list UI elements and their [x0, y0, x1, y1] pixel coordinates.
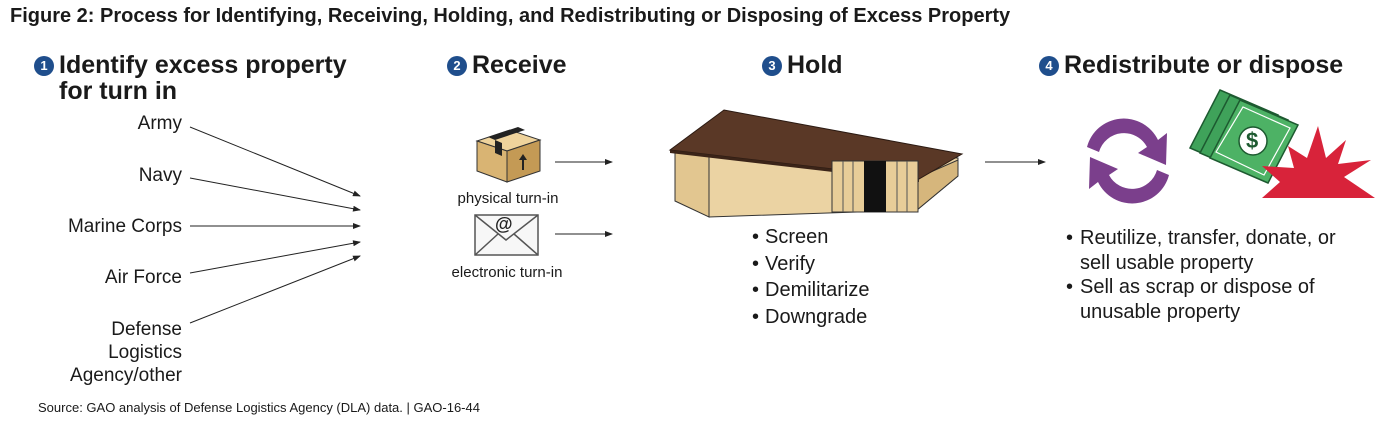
step-4-label: Redistribute or dispose [1064, 51, 1344, 79]
arrow-air-force [189, 240, 361, 274]
package-icon [475, 127, 542, 183]
money-icon [1188, 89, 1300, 184]
source-marine-corps: Marine Corps [67, 216, 182, 237]
arrow-dla [189, 255, 361, 324]
step-2-badge: 2 [447, 56, 467, 76]
source-dla-line1: Defense [111, 319, 182, 340]
source-army: Army [137, 113, 182, 134]
step-1-badge: 1 [34, 56, 54, 76]
step-1-label-line1: Identify excess property [59, 51, 347, 79]
hold-bullet-demilitarize: Demilitarize [752, 277, 869, 304]
arrow-navy [189, 177, 361, 212]
dispose-bullet-usable: Reutilize, transfer, donate, or sell usa… [1066, 226, 1366, 275]
envelope-at-symbol: @ [495, 214, 513, 234]
explosion-icon [1262, 126, 1375, 198]
physical-turn-in-caption: physical turn-in [457, 190, 559, 207]
dispose-bullet-unusable: Sell as scrap or dispose of unusable pro… [1066, 275, 1366, 324]
hold-bullets: Screen Verify Demilitarize Downgrade [752, 224, 869, 330]
converging-arrows [189, 126, 361, 324]
hold-bullet-verify: Verify [752, 251, 869, 278]
step-3-label: Hold [787, 51, 843, 79]
figure-title: Figure 2: Process for Identifying, Recei… [10, 5, 1011, 27]
hold-bullet-screen: Screen [752, 224, 869, 251]
hold-bullet-downgrade: Downgrade [752, 304, 869, 331]
electronic-turn-in-caption: electronic turn-in [451, 264, 563, 281]
step-4-badge: 4 [1039, 56, 1059, 76]
source-dla-line3: Agency/other [70, 365, 182, 386]
warehouse-icon [668, 109, 964, 218]
source-footer: Source: GAO analysis of Defense Logistic… [38, 400, 480, 415]
arrow-army [189, 126, 361, 197]
recycle-icon [1087, 118, 1169, 204]
step-2-label: Receive [472, 51, 567, 79]
receive-arrows [555, 159, 613, 237]
source-dla: Defense Logistics Agency/other [70, 318, 182, 387]
envelope-icon [474, 214, 539, 256]
dispose-bullets: Reutilize, transfer, donate, or sell usa… [1066, 226, 1366, 324]
money-dollar-symbol: $ [1246, 128, 1259, 153]
step-1-label-line2: for turn in [59, 77, 178, 105]
source-navy: Navy [138, 165, 182, 186]
source-dla-line2: Logistics [108, 342, 182, 363]
source-air-force: Air Force [104, 267, 182, 288]
step-3-badge: 3 [762, 56, 782, 76]
